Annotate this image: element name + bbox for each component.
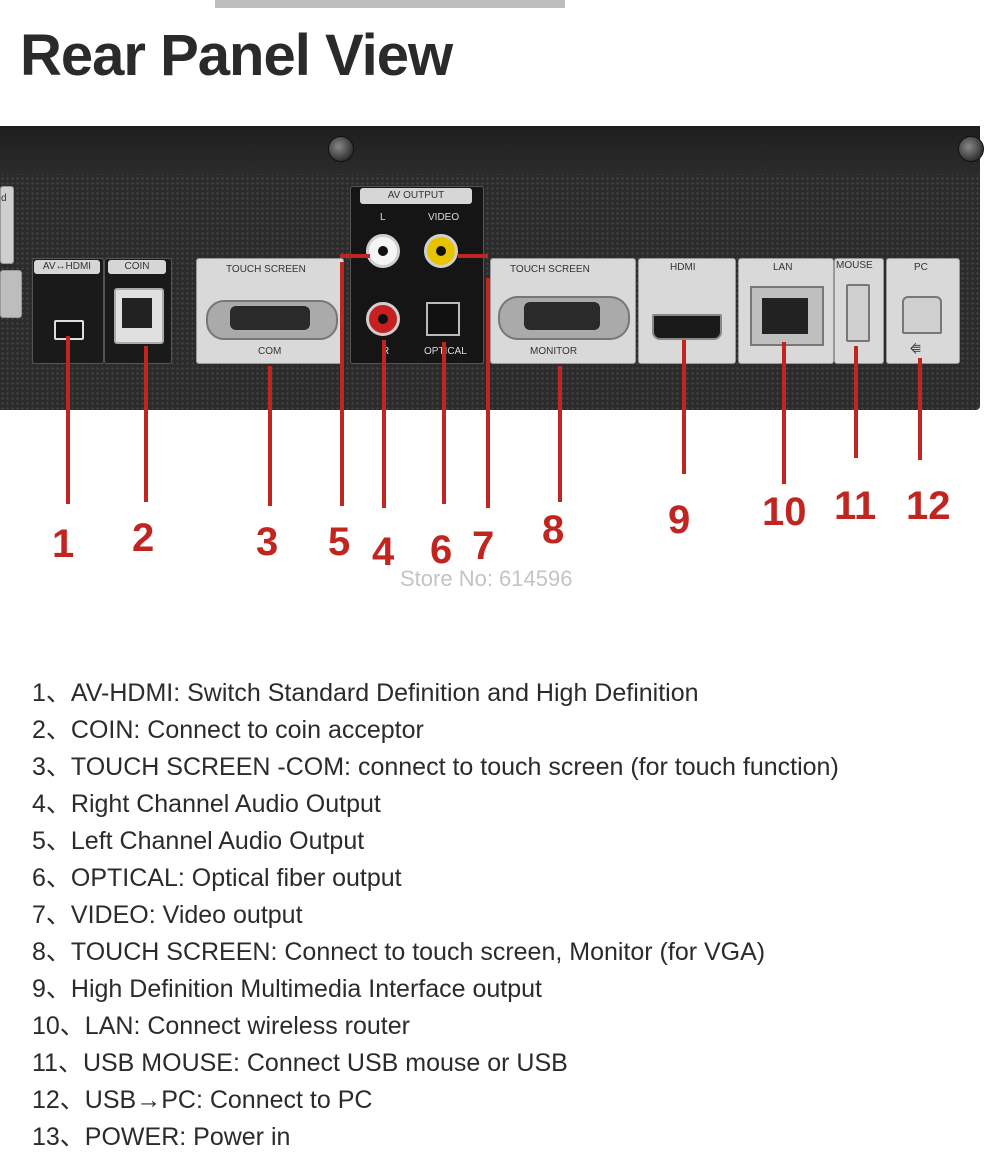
av-output-label: AV OUTPUT bbox=[360, 188, 472, 204]
list-item: 7、VIDEO: Video output bbox=[32, 901, 303, 929]
mouse-label: MOUSE bbox=[836, 260, 873, 271]
coin-port-socket bbox=[122, 298, 152, 328]
leader-line-10 bbox=[782, 342, 786, 484]
edge-port-label: d bbox=[1, 193, 7, 204]
usb-icon: ⭅ bbox=[910, 342, 921, 356]
hdmi-port[interactable] bbox=[652, 314, 722, 340]
touch-screen-monitor-socket bbox=[524, 302, 600, 330]
leader-line-7 bbox=[486, 278, 490, 508]
av-output-panel bbox=[350, 186, 484, 364]
leader-line-12 bbox=[918, 358, 922, 460]
page-title: Rear Panel View bbox=[20, 23, 453, 88]
leader-line-4 bbox=[382, 340, 386, 508]
lan-label: LAN bbox=[773, 262, 793, 273]
list-item: 4、Right Channel Audio Output bbox=[32, 790, 381, 818]
video-jack[interactable] bbox=[424, 234, 458, 268]
touch-screen-monitor-bottom-label: MONITOR bbox=[530, 346, 578, 357]
leader-line-7-hook bbox=[458, 254, 488, 258]
touch-screen-com-bottom-label: COM bbox=[258, 346, 282, 357]
av-video-label: VIDEO bbox=[428, 212, 460, 223]
callout-number-2: 2 bbox=[132, 516, 155, 560]
callout-number-4: 4 bbox=[372, 530, 395, 574]
port-legend-list: 1、AV-HDMI: Switch Standard Definition an… bbox=[32, 676, 1000, 1157]
right-audio-jack[interactable] bbox=[366, 302, 400, 336]
usb-mouse-port[interactable] bbox=[846, 284, 870, 342]
leader-line-8 bbox=[558, 366, 562, 502]
left-audio-jack[interactable] bbox=[366, 234, 400, 268]
list-item: 3、TOUCH SCREEN -COM: connect to touch sc… bbox=[32, 753, 839, 781]
hdmi-panel bbox=[638, 258, 736, 364]
list-item: 13、POWER: Power in bbox=[32, 1123, 291, 1151]
top-image-fragment bbox=[215, 0, 565, 8]
edge-port-plate bbox=[0, 186, 14, 264]
list-item: 8、TOUCH SCREEN: Connect to touch screen,… bbox=[32, 938, 766, 966]
list-item: 10、LAN: Connect wireless router bbox=[32, 1012, 410, 1040]
edge-port-plate-lower bbox=[0, 270, 22, 318]
callout-number-9: 9 bbox=[668, 498, 691, 542]
callout-number-6: 6 bbox=[430, 528, 453, 572]
leader-line-3 bbox=[268, 366, 272, 506]
touch-screen-com-socket bbox=[230, 306, 310, 330]
list-item: 6、OPTICAL: Optical fiber output bbox=[32, 864, 402, 892]
optical-port[interactable] bbox=[426, 302, 460, 336]
callout-number-11: 11 bbox=[834, 484, 877, 528]
list-item: 12、USB→PC: Connect to PC bbox=[32, 1086, 373, 1114]
lan-port-socket bbox=[762, 298, 808, 334]
list-item: 5、Left Channel Audio Output bbox=[32, 827, 365, 855]
callout-number-7: 7 bbox=[472, 524, 495, 568]
callout-number-5: 5 bbox=[328, 520, 351, 564]
coin-label: COIN bbox=[108, 260, 166, 274]
rear-panel-top-strip bbox=[0, 126, 980, 174]
callout-number-12: 12 bbox=[906, 484, 951, 528]
touch-screen-monitor-label: TOUCH SCREEN bbox=[510, 264, 590, 275]
callout-number-10: 10 bbox=[762, 490, 807, 534]
leader-line-11 bbox=[854, 346, 858, 458]
hdmi-label: HDMI bbox=[670, 262, 696, 273]
leader-line-1 bbox=[66, 336, 70, 504]
list-item: 9、High Definition Multimedia Interface o… bbox=[32, 975, 542, 1003]
av-l-label: L bbox=[380, 212, 386, 223]
leader-line-5-hook bbox=[340, 254, 370, 258]
list-item: 1、AV-HDMI: Switch Standard Definition an… bbox=[32, 679, 699, 707]
screw-icon bbox=[328, 136, 354, 162]
usb-pc-port[interactable] bbox=[902, 296, 942, 334]
callout-number-3: 3 bbox=[256, 520, 279, 564]
leader-line-5 bbox=[340, 262, 344, 506]
callout-number-8: 8 bbox=[542, 508, 565, 552]
leader-line-2 bbox=[144, 346, 148, 502]
callout-number-1: 1 bbox=[52, 522, 75, 566]
av-hdmi-label: AV↔HDMI bbox=[34, 260, 100, 274]
list-item: 11、USB MOUSE: Connect USB mouse or USB bbox=[32, 1049, 568, 1077]
leader-line-6 bbox=[442, 342, 446, 504]
touch-screen-com-label: TOUCH SCREEN bbox=[226, 264, 306, 275]
screw-icon bbox=[958, 136, 984, 162]
list-item: 2、COIN: Connect to coin acceptor bbox=[32, 716, 424, 744]
store-watermark: Store No: 614596 bbox=[400, 566, 573, 591]
leader-line-9 bbox=[682, 340, 686, 474]
pc-label: PC bbox=[914, 262, 928, 273]
